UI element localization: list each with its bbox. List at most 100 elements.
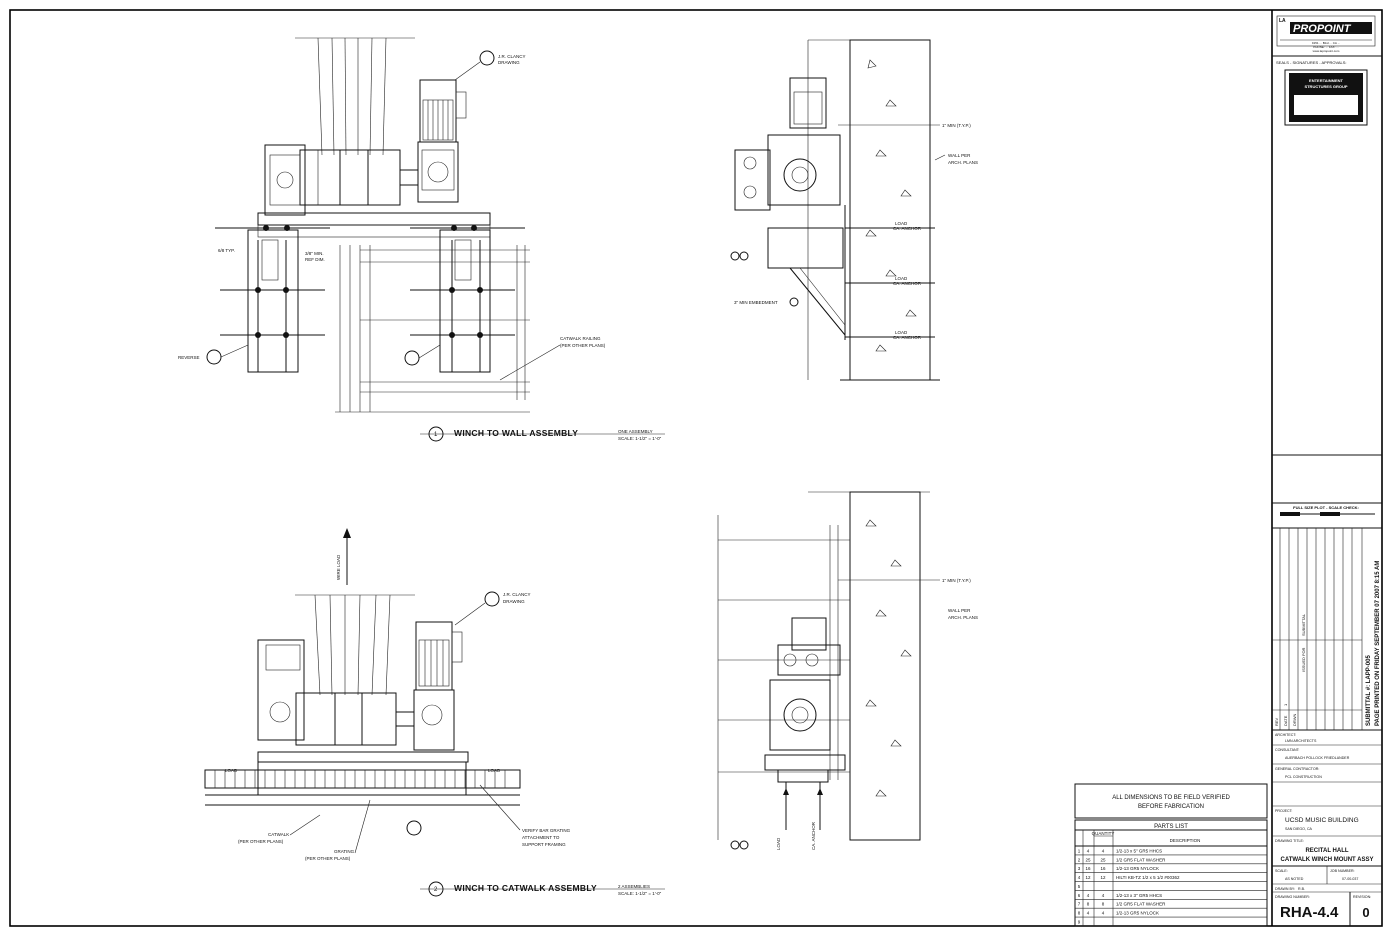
view1-num: 1 [434, 432, 438, 438]
title-block [1271, 10, 1382, 926]
parts-row-cell: 25 [1085, 857, 1091, 862]
parts-row-description: 1/2-13 GR5 NYLOCK [1116, 911, 1159, 916]
view1-clancy-label2: DRAWING [498, 60, 520, 65]
rev-header-issued: ISSUED FOR [1301, 647, 1306, 672]
seals-label: SEALS - SIGNATURES - APPROVALS: [1276, 60, 1347, 65]
parts-list-table [1074, 819, 1268, 927]
architect-label: ARCHITECT: [1275, 733, 1296, 737]
field-verify-line1: ALL DIMENSIONS TO BE FIELD VERIFIED [1112, 795, 1230, 801]
view2-verify-label2: ATTACHMENT TO [522, 835, 560, 840]
view2-title: WINCH TO CATWALK ASSEMBLY [454, 883, 597, 893]
stamp-line2: STRUCTURES GROUP [1304, 84, 1347, 89]
view2-elevation [204, 528, 521, 854]
view2-clancy-label2: DRAWING [503, 599, 525, 604]
drawing-title-label: DRAWING TITLE: [1275, 839, 1304, 843]
view1-side-anchor3: CA. ANCHOR [893, 335, 922, 340]
view2-side-load1: LOAD [776, 837, 781, 850]
view2-clancy-label: J.R. CLANCY [503, 592, 531, 597]
view1-six-typ: 6/8 TYP. [218, 248, 235, 253]
rev-row-issued: SUBMITTAL [1301, 613, 1306, 636]
parts-row-cell: 4 [1102, 848, 1105, 853]
parts-row-cell: 9 [1078, 920, 1081, 925]
parts-row-cell: 12 [1085, 875, 1091, 880]
parts-row-cell: 12 [1100, 875, 1106, 880]
contractor-value: PCL CONSTRUCTION [1285, 775, 1322, 779]
parts-row-cell: 4 [1078, 875, 1081, 880]
company-web: www.lapropoint.com [1313, 49, 1340, 53]
view1-title: WINCH TO WALL ASSEMBLY [454, 428, 578, 438]
contractor-label: GENERAL CONTRACTOR: [1275, 767, 1319, 771]
parts-row-cell: 7 [1078, 902, 1081, 907]
parts-row-cell: 4 [1087, 911, 1090, 916]
drawn-label: DRAWN BY: [1275, 887, 1295, 891]
rev-header-drwn: DRWN [1292, 714, 1297, 726]
parts-row-cell: 25 [1100, 857, 1106, 862]
logo-text: PROPOINT [1293, 23, 1352, 35]
parts-row-description: HILTI KB-TZ 1/2 x 5 1/2 #00362 [1116, 875, 1180, 880]
view1-side-anchor2: CA. ANCHOR [893, 281, 922, 286]
parts-row-cell: 4 [1102, 893, 1105, 898]
parts-row-description: 1/2-13 GR5 NYLOCK [1116, 866, 1159, 871]
parts-row-description: 1/2-13 x 3" GR5 HHCS [1116, 893, 1162, 898]
company-phone: PHONE: ... FAX: ... [1313, 45, 1339, 49]
view2-load-right: LOAD [488, 768, 501, 773]
submittal-line2: PAGE PRINTED ON FRIDAY SEPTEMBER 07 2007… [1375, 561, 1381, 726]
parts-list-title: PARTS LIST [1154, 824, 1188, 830]
view1-side-wall2: ARCH. PLANS [948, 160, 978, 165]
company-address: 9151 ... Blvd ... CA ... [1312, 41, 1340, 45]
rev-header-rev: REV [1274, 717, 1279, 726]
view2-side-min: 1" MIN (T.Y.P.) [942, 578, 971, 583]
scale-value: AS NOTED [1285, 877, 1304, 881]
rev-header-date: DATE [1283, 715, 1288, 726]
parts-row-cell: 1 [1078, 848, 1081, 853]
view2-verify-label3: SUPPORT FRAMING [522, 842, 566, 847]
scale-label: SCALE: [1275, 869, 1288, 873]
parts-rows: 1 4 4 1/2-13 x 5" GR5 HHCS 2 25 25 1/2 GR5 FLAT… [1078, 848, 1180, 924]
view1-side-anchor1: CA. ANCHOR [893, 226, 922, 231]
view2-wire-load: WIRE LOAD [336, 554, 341, 580]
field-verify-line2: BEFORE FABRICATION [1138, 804, 1204, 810]
submittal-line1: SUBMITTAL #: LAPP-005 [1366, 655, 1372, 726]
parts-row-cell: 8 [1102, 902, 1105, 907]
view1-reverse: REVERSE [178, 355, 200, 360]
view2-catwalk-label: CATWALK [268, 832, 289, 837]
parts-row-cell: 16 [1085, 866, 1091, 871]
consultant-value: AUERBACH POLLOCK FRIEDLANDER [1285, 756, 1350, 760]
architect-value: LMN ARCHITECTS [1285, 739, 1317, 743]
view2-load-left: LOAD [225, 768, 238, 773]
consultant-label: CONSULTANT: [1275, 748, 1300, 752]
parts-row-cell: 2 [1078, 857, 1081, 862]
view2-side-section [717, 491, 940, 850]
view1-qty: ONE ASSEMBLY [618, 429, 653, 434]
project-value: UCSD MUSIC BUILDING [1285, 817, 1359, 824]
view1-side-load3: LOAD [895, 330, 908, 335]
view1-min-ref2: REF DIM. [305, 257, 325, 262]
parts-row-cell: 6 [1078, 893, 1081, 898]
view2-catwalk-label2: (PER OTHER PLANS) [238, 839, 284, 844]
sheet-border [9, 9, 1383, 927]
view1-side-load2: LOAD [895, 276, 908, 281]
parts-row-cell: 16 [1100, 866, 1106, 871]
view1-side-min: 1" MIN (T.Y.P.) [942, 123, 971, 128]
view2-side-wall: WALL PER [948, 608, 971, 613]
parts-row-description: 1/2-13 x 5" GR5 HHCS [1116, 848, 1162, 853]
parts-row-cell: 4 [1102, 911, 1105, 916]
drawing-number-label: DRAWING NUMBER: [1275, 895, 1310, 899]
drawing-title-1: RECITAL HALL [1305, 848, 1348, 854]
view1-clancy-label: J.R. CLANCY [498, 54, 526, 59]
view1-side-section [730, 39, 946, 381]
parts-row-cell: 5 [1078, 884, 1081, 889]
view1-side-embed: 3" MIN EMBEDMENT [734, 300, 778, 305]
parts-row-cell: 4 [1087, 893, 1090, 898]
parts-row-cell: 8 [1078, 911, 1081, 916]
drawing-number: RHA-4.4 [1280, 904, 1339, 921]
parts-row-description: 1/2 GR5 FLAT WASHER [1116, 902, 1166, 907]
view1-scale: SCALE: 1-1/2" = 1'-0" [618, 436, 662, 441]
logo-prefix: LA [1279, 18, 1286, 24]
view2-num: 2 [434, 887, 438, 893]
scale-check-label: FULL SIZE PLOT - SCALE CHECK: [1293, 505, 1359, 510]
view1-side-wall: WALL PER [948, 153, 971, 158]
drawing-title-2: CATWALK WINCH MOUNT ASSY [1281, 857, 1374, 863]
view2-verify-label: VERIFY BAR GRATING [522, 828, 571, 833]
view2-side-anchor: CA. ANCHOR [811, 821, 816, 850]
